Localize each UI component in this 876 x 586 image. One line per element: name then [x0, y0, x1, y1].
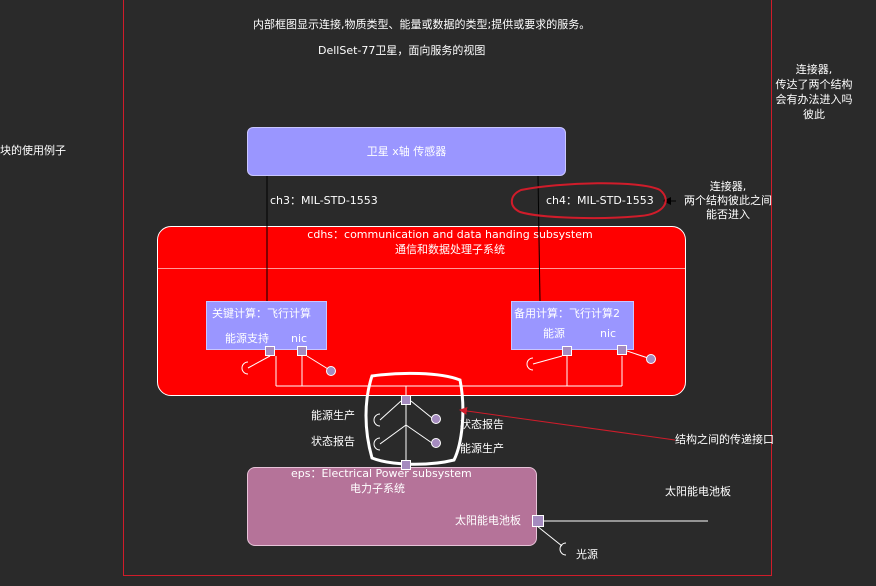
right-note-line: 彼此	[803, 108, 825, 121]
right-note: 连接器, 传达了两个结构 会有办法进入吗 彼此	[752, 62, 876, 122]
interface-highlight	[364, 371, 465, 466]
primary-nic-port[interactable]	[297, 346, 307, 356]
wire	[379, 424, 407, 445]
cdhs-subtitle: 通信和数据处理子系统	[395, 243, 505, 256]
eps-subtitle: 电力子系统	[350, 482, 405, 495]
primary-compute-title: 关键计算：飞行计算	[212, 307, 311, 320]
ch4-connector[interactable]	[537, 175, 541, 302]
connector-note-line: 两个结构彼此之间	[684, 194, 772, 207]
primary-power-port[interactable]	[265, 346, 275, 356]
interface-ball-icon	[431, 438, 441, 448]
status-left-label: 状态报告	[311, 435, 355, 448]
ch3-label: ch3：MIL-STD-1553	[270, 194, 378, 207]
connector-note: 连接器, 两个结构彼此之间 能否进入	[672, 180, 784, 222]
solar-side-label: 太阳能电池板	[665, 485, 731, 498]
wire	[405, 424, 433, 444]
ch4-label: ch4：MIL-STD-1553	[546, 194, 654, 207]
ball-line	[306, 355, 329, 370]
backup-compute-block[interactable]	[511, 301, 634, 350]
backup-power-port[interactable]	[562, 346, 572, 356]
backup-nic-label: nic	[600, 327, 617, 340]
sensor-label: 卫星 x轴 传感器	[366, 144, 447, 158]
power-gen-left-label: 能源生产	[311, 409, 355, 422]
socket-icon	[559, 542, 567, 556]
socket-line	[532, 355, 563, 365]
connector-note-line: 能否进入	[706, 208, 750, 221]
interface-note-arrow	[459, 407, 676, 441]
primary-power-label: 能源支持	[225, 332, 269, 345]
socket-icon	[373, 437, 381, 451]
solar-port-label: 太阳能电池板	[455, 514, 521, 527]
backup-nic-ball-icon	[646, 354, 656, 364]
backup-compute-title: 备用计算：飞行计算2	[514, 307, 620, 320]
connector-note-line: 连接器,	[709, 180, 747, 193]
primary-nic-ball-icon	[326, 366, 336, 376]
primary-nic-label: nic	[291, 332, 308, 345]
header-line-1: 内部框图显示连接,物质类型、能量或数据的类型;提供或要求的服务。	[253, 18, 591, 31]
left-note: 块的使用例子	[0, 144, 66, 157]
socket-icon	[373, 413, 381, 427]
outer-frame	[123, 0, 772, 576]
interface-port-top[interactable]	[401, 395, 411, 405]
ball-line	[626, 350, 649, 359]
cdhs-divider	[158, 268, 685, 269]
interface-ball-icon	[431, 414, 441, 424]
header-line-2: DellSet-77卫星，面向服务的视图	[318, 44, 486, 57]
right-note-line: 传达了两个结构	[775, 78, 853, 91]
eps-interface-port[interactable]	[401, 460, 411, 470]
light-source-label: 光源	[576, 548, 598, 561]
power-gen-right-label: 能源生产	[460, 442, 504, 455]
solar-panel-port[interactable]	[532, 515, 544, 527]
sensor-block[interactable]: 卫星 x轴 传感器	[247, 127, 566, 176]
status-right-label: 状态报告	[460, 418, 504, 431]
wire	[379, 400, 402, 421]
light-line	[536, 525, 563, 547]
right-note-line: 会有办法进入吗	[775, 93, 853, 106]
highlight-circle	[510, 182, 667, 220]
wire	[410, 400, 433, 419]
eps-block[interactable]	[247, 467, 537, 546]
socket-line	[247, 355, 271, 369]
socket-icon	[241, 361, 249, 375]
right-note-line: 连接器,	[795, 63, 833, 76]
backup-nic-port[interactable]	[617, 345, 627, 355]
interface-note: 结构之间的传递接口	[675, 433, 774, 446]
cdhs-title: cdhs：communication and data handing subs…	[307, 228, 593, 241]
backup-power-label: 能源	[543, 327, 565, 340]
eps-title: eps：Electrical Power subsystem	[291, 467, 472, 480]
socket-icon	[526, 357, 534, 371]
